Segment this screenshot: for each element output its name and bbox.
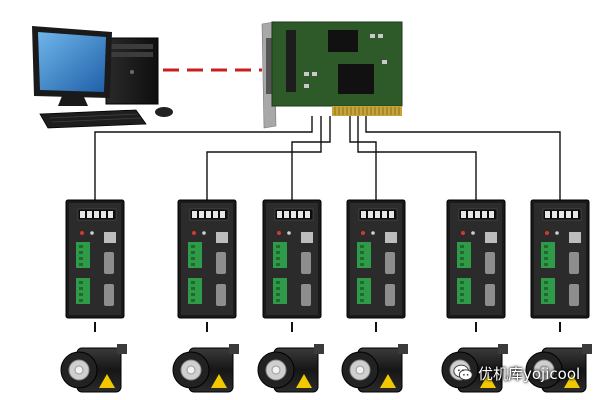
servo-drive-3: [262, 199, 322, 319]
wechat-bubble-icon: [453, 364, 473, 381]
servo-motor-2: [172, 344, 239, 393]
control-wire-1: [94, 116, 313, 202]
servo-drive-1: [65, 199, 125, 319]
servo-motor-4: [341, 344, 408, 393]
watermark: 优机库yojicool: [452, 361, 580, 385]
servo-motor-3: [257, 344, 324, 393]
control-wire-4: [349, 116, 377, 202]
watermark-text: 优机库yojicool: [478, 364, 581, 383]
control-wires: [94, 116, 561, 202]
drive-motor-links: [94, 322, 561, 332]
control-wire-3: [291, 116, 331, 202]
servo-drive-6: [530, 199, 590, 319]
motion-control-card-icon: [261, 21, 403, 129]
control-wire-2: [206, 116, 322, 202]
control-wire-5: [357, 116, 477, 202]
control-wire-6: [365, 116, 561, 202]
desktop-computer-icon: [32, 26, 173, 129]
servo-drive-2: [177, 199, 237, 319]
servo-motor-6: [525, 344, 592, 393]
servo-drive-5: [446, 199, 506, 319]
servo-motor-1: [60, 344, 127, 393]
servo-drives: [65, 199, 590, 319]
servo-drive-4: [346, 199, 406, 319]
servo-motors: [60, 344, 592, 393]
